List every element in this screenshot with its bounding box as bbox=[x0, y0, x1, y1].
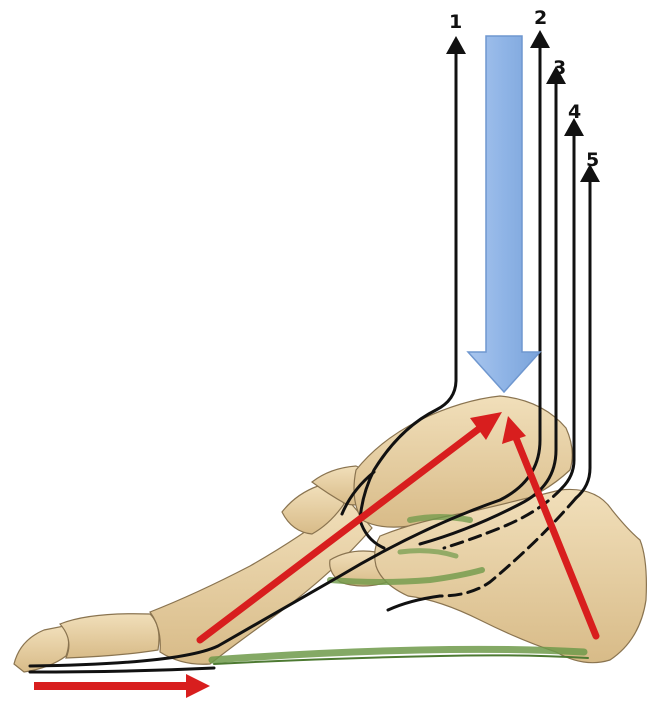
tendon-label-1: 1 bbox=[449, 11, 462, 33]
tendon-label-2: 2 bbox=[534, 7, 547, 29]
tendon-2-lower bbox=[30, 668, 214, 672]
arrow-right-icon bbox=[186, 674, 210, 698]
proximal-phalanx bbox=[60, 614, 159, 658]
plantar-fascia bbox=[212, 649, 584, 660]
arrow-up-icon bbox=[530, 30, 550, 48]
arrow-down-icon bbox=[468, 36, 540, 392]
tendon-label-5: 5 bbox=[586, 149, 599, 171]
tendon-5 bbox=[576, 178, 590, 498]
tendon-5-insertion bbox=[388, 596, 440, 610]
tendon-labels: 1 2 3 4 5 bbox=[449, 7, 599, 171]
tendon-label-3: 3 bbox=[553, 57, 566, 79]
spring-ligament bbox=[410, 517, 470, 520]
arrow-up-icon bbox=[446, 36, 466, 54]
tendon-label-4: 4 bbox=[568, 101, 581, 123]
